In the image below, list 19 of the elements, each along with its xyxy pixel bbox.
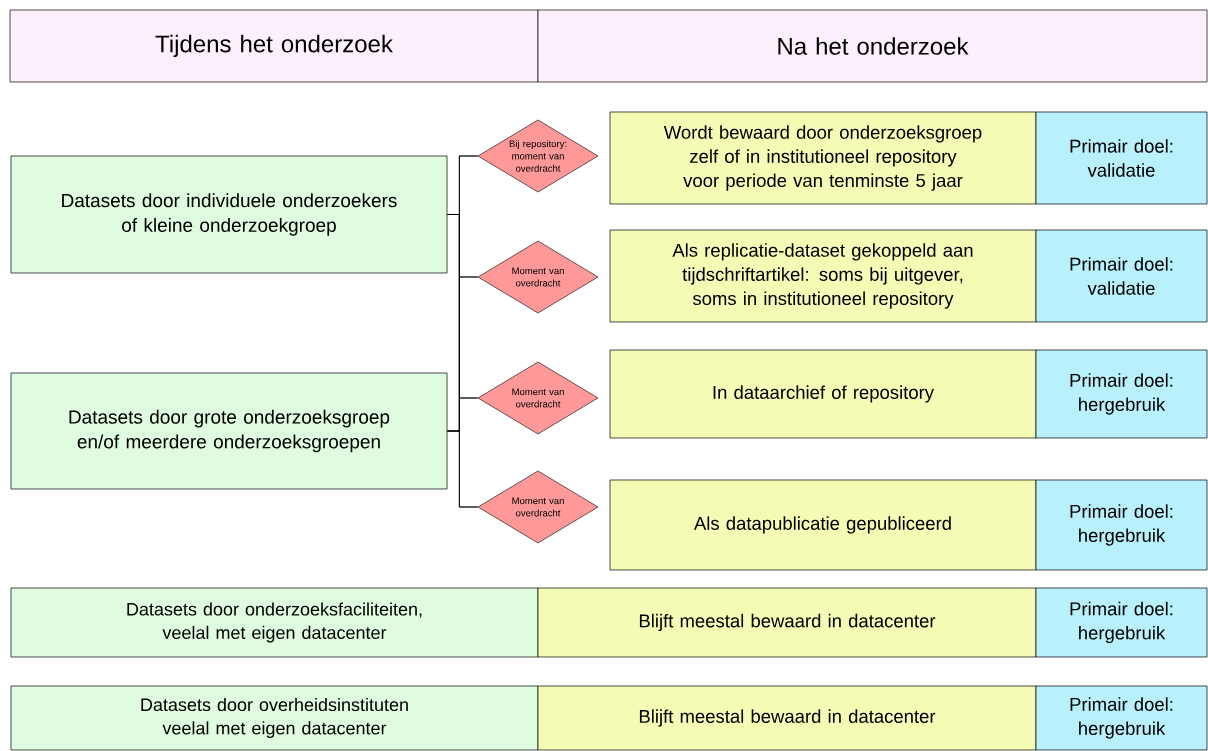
goal-box: Primair doel: hergebruik — [1035, 587, 1208, 658]
goal-box: Primair doel: validatie — [1035, 229, 1208, 323]
goal-box: Primair doel: validatie — [1035, 111, 1208, 205]
storage-box: Blijft meestal bewaard in datacenter — [537, 685, 1037, 751]
storage-box: Als replicatie-dataset gekoppeld aan tijdschriftartikel: soms bij uitgever, soms in institutioneel repository — [609, 229, 1037, 323]
goal-box: Primair doel: hergebruik — [1035, 479, 1208, 571]
dataset-box: Datasets door overheidsinstituten veelal met eigen datacenter — [10, 685, 539, 751]
dataset-box: Datasets door onderzoeksfaciliteiten, veelal met eigen datacenter — [10, 587, 539, 658]
column-header: Na het onderzoek — [537, 9, 1208, 83]
column-header: Tijdens het onderzoek — [9, 9, 539, 83]
storage-box: Als datapublicatie gepubliceerd — [609, 479, 1037, 571]
storage-box: Blijft meestal bewaard in datacenter — [537, 587, 1037, 658]
dataset-box: Datasets door individuele onderzoekers of kleine onderzoekgroep — [10, 155, 448, 274]
storage-box: In dataarchief of repository — [609, 349, 1037, 439]
connector-line — [446, 430, 479, 508]
dataset-box: Datasets door grote onderzoeksgroep en/of meerdere onderzoeksgroepen — [10, 372, 448, 490]
goal-box: Primair doel: hergebruik — [1035, 685, 1208, 751]
storage-box: Wordt bewaard door onderzoeksgroep zelf of in institutioneel repository voor periode van tenminste 5 jaar — [609, 111, 1037, 205]
goal-box: Primair doel: hergebruik — [1035, 349, 1208, 439]
